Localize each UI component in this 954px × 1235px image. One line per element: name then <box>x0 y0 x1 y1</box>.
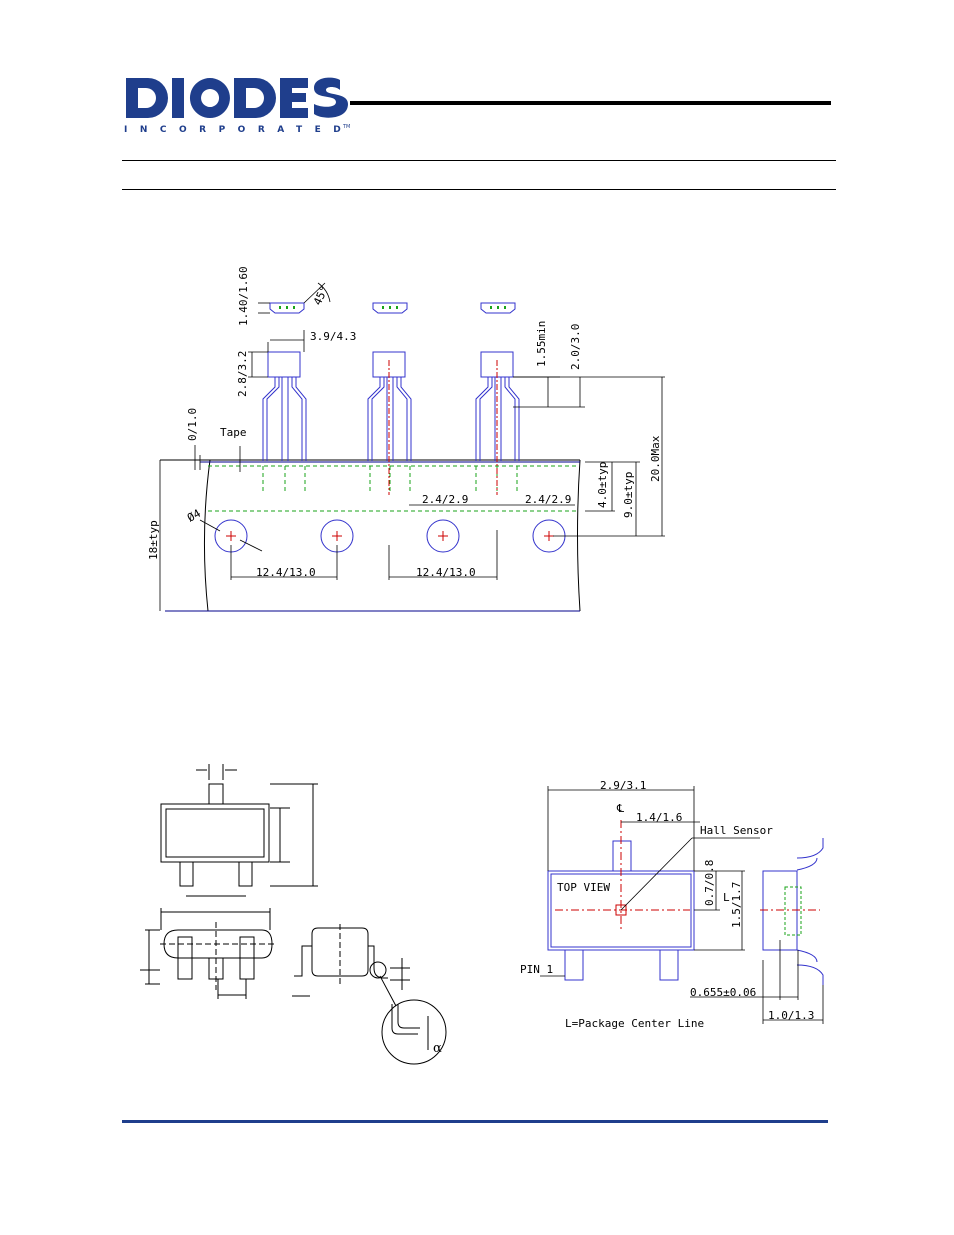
sot-package-drawing <box>140 764 446 1064</box>
pin1-label: PIN 1 <box>520 963 553 976</box>
dim-4-0typ: 4.0±typ <box>596 462 609 508</box>
dim-2-4-2-9-a: 2.4/2.9 <box>422 493 468 506</box>
dim-angle-45: 45° <box>311 284 331 308</box>
footer-rule <box>122 1120 828 1123</box>
dim-phi4: Ø4 <box>185 507 203 525</box>
dim-12-4-13-0-b: 12.4/13.0 <box>416 566 476 579</box>
dim-0-655: 0.655±0.06 <box>690 986 756 999</box>
tape-label: Tape <box>220 426 247 439</box>
dim-2-4-2-9-b: 2.4/2.9 <box>525 493 571 506</box>
dim-2-8-3-2: 2.8/3.2 <box>236 351 249 397</box>
dim-12-4-13-0-a: 12.4/13.0 <box>256 566 316 579</box>
dim-1-40-1-60: 1.40/1.60 <box>237 266 250 326</box>
dim-2-9-3-1: 2.9/3.1 <box>600 779 646 792</box>
centerline-symbol: ℄ <box>616 802 624 815</box>
centerline-legend: L=Package Center Line <box>565 1017 704 1030</box>
dim-1-4-1-6: 1.4/1.6 <box>636 811 682 824</box>
dim-1-0-1-3: 1.0/1.3 <box>768 1009 814 1022</box>
dim-1-55min: 1.55min <box>535 321 548 367</box>
dim-1-5-1-7: 1.5/1.7 <box>730 882 743 928</box>
dim-3-9-4-3: 3.9/4.3 <box>310 330 356 343</box>
dim-2-0-3-0: 2.0/3.0 <box>569 324 582 370</box>
top-view-label: TOP VIEW <box>557 881 610 894</box>
centerline-l-label: L <box>723 891 730 904</box>
hall-sensor-drawing: 2.9/3.1 ℄ 1.4/1.6 Hall Sensor TOP VIEW 0… <box>520 779 823 1030</box>
dim-0-1-0: 0/1.0 <box>186 408 199 441</box>
dim-0-7-0-8: 0.7/0.8 <box>703 860 716 906</box>
dim-20max: 20.0Max <box>649 435 662 482</box>
dim-18typ: 18±typ <box>147 520 160 560</box>
dim-9-0typ: 9.0±typ <box>622 472 635 518</box>
hall-sensor-label: Hall Sensor <box>700 824 773 837</box>
alpha-symbol: α <box>433 1041 442 1056</box>
tape-packaging-drawing: 1.40/1.60 45° 3.9/4.3 2.8/3.2 1.55min 2.… <box>147 266 665 611</box>
